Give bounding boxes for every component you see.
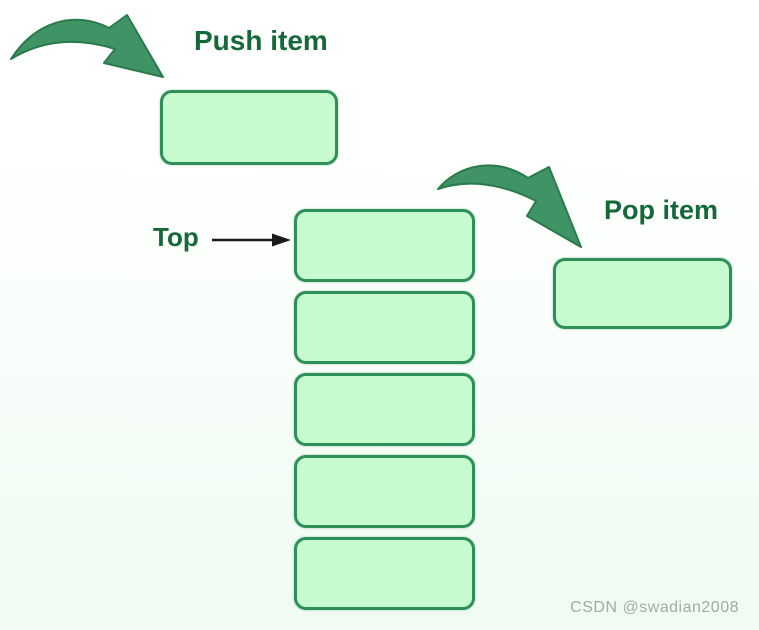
stack-item xyxy=(294,455,475,528)
stack-item-top xyxy=(294,209,475,282)
push-arrow-icon xyxy=(10,14,164,78)
watermark: CSDN @swadian2008 xyxy=(570,599,739,616)
stack-item xyxy=(294,291,475,364)
pop-item-label: Pop item xyxy=(604,195,719,225)
top-pointer-arrow-icon xyxy=(212,233,291,247)
push-item-box xyxy=(160,90,338,165)
push-item-label: Push item xyxy=(194,25,328,56)
top-label: Top xyxy=(153,222,199,252)
stack-container xyxy=(294,209,475,610)
stack-item xyxy=(294,373,475,446)
stack-item xyxy=(294,537,475,610)
pop-item-box xyxy=(553,258,732,329)
